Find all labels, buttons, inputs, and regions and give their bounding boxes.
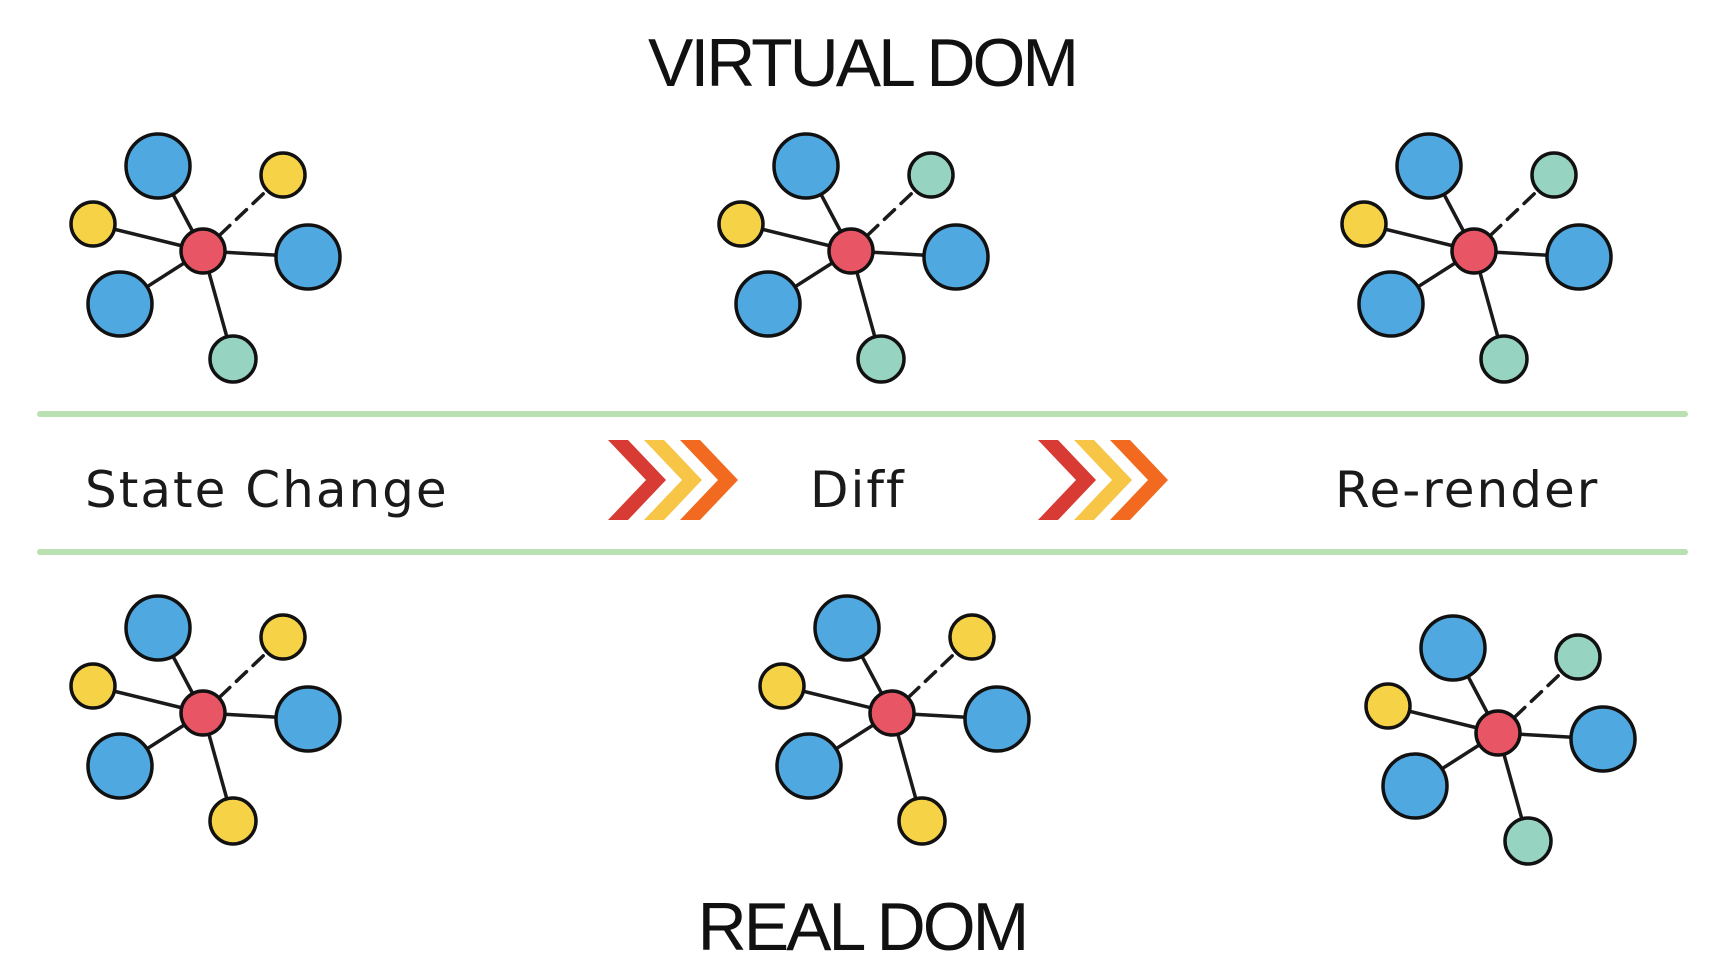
blue-leaf-node (775, 732, 843, 800)
teal-leaf-node (1530, 151, 1578, 199)
root-node (868, 689, 916, 737)
chevron-arrow-icon (608, 440, 738, 520)
yellow-leaf-node (1364, 682, 1412, 730)
yellow-leaf-node (717, 200, 765, 248)
blue-leaf-node (86, 270, 154, 338)
state-change-label: State Change (85, 461, 449, 519)
root-node (179, 689, 227, 737)
blue-leaf-node (1357, 270, 1425, 338)
blue-leaf-node (922, 223, 990, 291)
yellow-leaf-node (69, 662, 117, 710)
virtual-dom-state-change-tree (69, 132, 342, 384)
virtual-dom-diff-tree (717, 132, 990, 384)
blue-leaf-node (1381, 752, 1449, 820)
blue-leaf-node (1569, 705, 1637, 773)
root-node (179, 227, 227, 275)
yellow-leaf-node (69, 200, 117, 248)
blue-leaf-node (124, 132, 192, 200)
blue-leaf-node (813, 594, 881, 662)
real-dom-diff-tree (758, 594, 1031, 846)
virtual-dom-rerender-tree (1340, 132, 1613, 384)
rerender-label: Re-render (1335, 461, 1599, 519)
teal-leaf-node (208, 334, 258, 384)
root-node (827, 227, 875, 275)
teal-leaf-node (907, 151, 955, 199)
teal-leaf-node (856, 334, 906, 384)
teal-leaf-node (1479, 334, 1529, 384)
virtual-dom-title: VIRTUAL DOM (648, 25, 1076, 101)
blue-leaf-node (963, 685, 1031, 753)
chevron-arrow-icon (1038, 440, 1168, 520)
root-node (1474, 709, 1522, 757)
root-node (1450, 227, 1498, 275)
real-dom-state-change-tree (69, 594, 342, 846)
yellow-leaf-node (758, 662, 806, 710)
blue-leaf-node (86, 732, 154, 800)
blue-leaf-node (1545, 223, 1613, 291)
diff-label: Diff (810, 461, 906, 519)
yellow-leaf-node (208, 796, 258, 846)
blue-leaf-node (274, 685, 342, 753)
teal-leaf-node (1503, 816, 1553, 866)
yellow-leaf-node (897, 796, 947, 846)
yellow-leaf-node (259, 151, 307, 199)
chevron-yellow-icon (644, 440, 702, 520)
teal-leaf-node (1554, 633, 1602, 681)
blue-leaf-node (274, 223, 342, 291)
chevron-orange-icon (680, 440, 738, 520)
blue-leaf-node (1395, 132, 1463, 200)
chevron-orange-icon (1110, 440, 1168, 520)
yellow-leaf-node (948, 613, 996, 661)
blue-leaf-node (124, 594, 192, 662)
chevron-red-icon (608, 440, 666, 520)
chevron-yellow-icon (1074, 440, 1132, 520)
real-dom-title: REAL DOM (698, 889, 1027, 955)
yellow-leaf-node (1340, 200, 1388, 248)
real-dom-rerender-tree (1364, 614, 1637, 866)
blue-leaf-node (1419, 614, 1487, 682)
blue-leaf-node (734, 270, 802, 338)
chevron-red-icon (1038, 440, 1096, 520)
blue-leaf-node (772, 132, 840, 200)
yellow-leaf-node (259, 613, 307, 661)
